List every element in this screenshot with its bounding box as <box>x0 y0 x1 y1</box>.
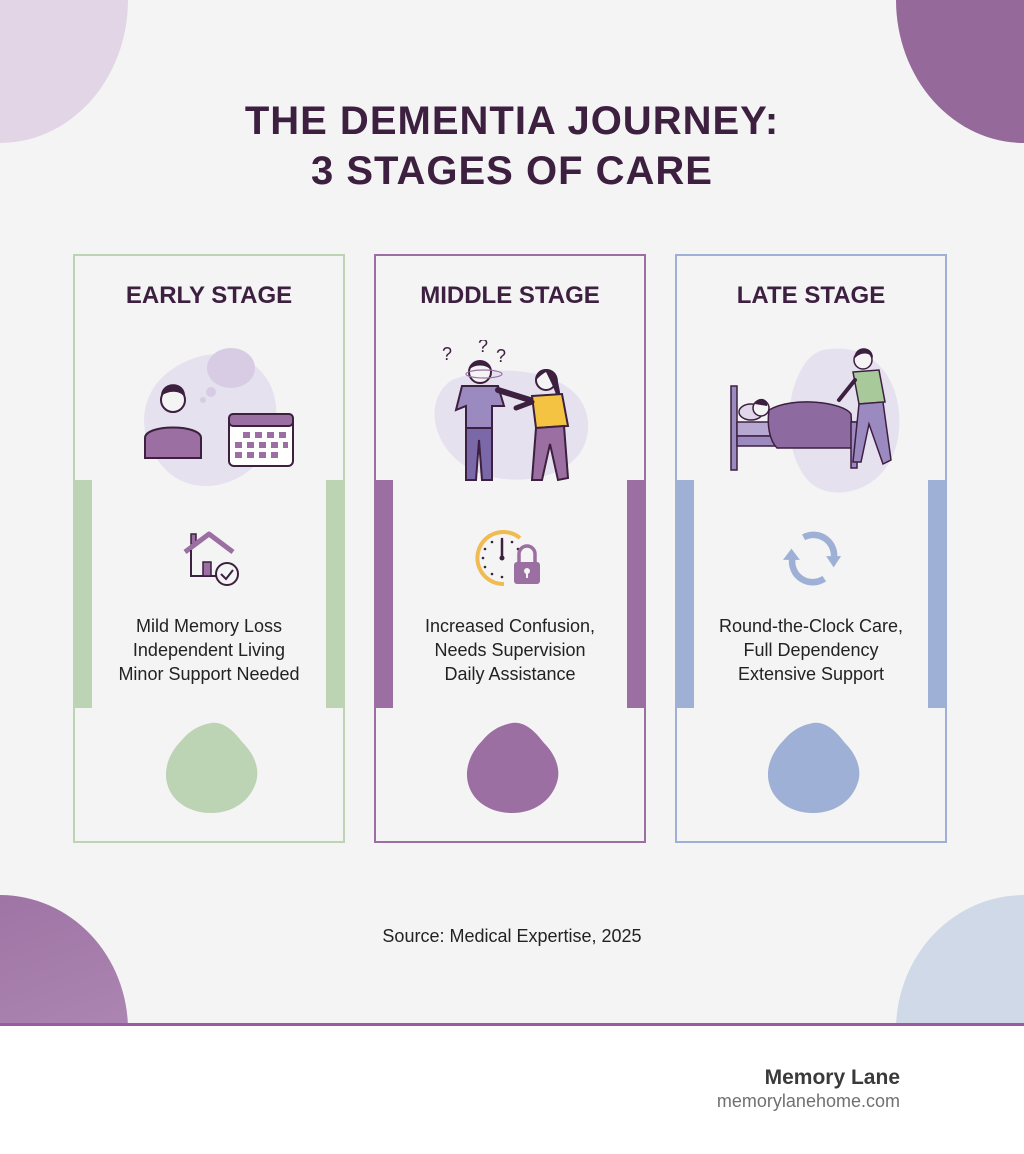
stage-description: Mild Memory Loss Independent Living Mino… <box>75 614 343 686</box>
svg-text:?: ? <box>496 346 506 366</box>
infographic-poster: THE DEMENTIA JOURNEY: 3 STAGES OF CARE E… <box>0 0 1024 1024</box>
stage-heading: EARLY STAGE <box>125 282 293 309</box>
svg-text:?: ? <box>442 344 452 364</box>
description-line: Needs Supervision <box>434 640 586 660</box>
stage-card-middle: MIDDLE STAGE ? ? ? <box>374 254 646 843</box>
stage-side-bar-left <box>677 480 694 708</box>
description-line: Increased Confusion, <box>424 616 596 636</box>
stage-side-bar-right <box>928 480 945 708</box>
svg-text:?: ? <box>478 340 488 356</box>
stage-color-blob <box>165 722 258 813</box>
title-line-1: THE DEMENTIA JOURNEY: <box>244 99 780 143</box>
brand-name: Memory Lane <box>764 1066 900 1089</box>
title-line-2: 3 STAGES OF CARE <box>311 149 713 193</box>
refresh-cycle-icon <box>783 531 842 586</box>
brand-url-link[interactable]: memorylanehome.com <box>716 1091 900 1111</box>
footer-divider <box>0 1023 1024 1026</box>
description-line: Extensive Support <box>737 664 885 684</box>
stage-side-bar-right <box>326 480 343 708</box>
person-thinking-calendar-icon <box>144 348 294 486</box>
description-line: Daily Assistance <box>444 664 576 684</box>
stage-description: Increased Confusion, Needs Supervision D… <box>376 614 644 686</box>
description-line: Independent Living <box>132 640 286 660</box>
stage-description: Round-the-Clock Care, Full Dependency Ex… <box>677 614 945 686</box>
description-line: Round-the-Clock Care, <box>718 616 904 636</box>
stage-side-bar-right <box>627 480 644 708</box>
stage-card-early: EARLY STAGE M <box>73 254 345 843</box>
decorative-circle-bottom-right <box>896 895 1024 1024</box>
page-title: THE DEMENTIA JOURNEY: 3 STAGES OF CARE <box>0 96 1024 196</box>
stage-color-blob <box>466 722 559 813</box>
stage-side-bar-left <box>75 480 92 708</box>
confused-person-caregiver-icon: ? ? ? <box>434 340 589 482</box>
source-citation: Source: Medical Expertise, 2025 <box>382 926 642 946</box>
clock-lock-icon <box>475 530 540 587</box>
decorative-circle-bottom-left <box>0 895 128 1024</box>
description-line: Mild Memory Loss <box>135 616 283 636</box>
stage-card-late: LATE STAGE Round-the-Clock Care, <box>675 254 947 843</box>
description-line: Minor Support Needed <box>118 664 300 684</box>
stage-heading: LATE STAGE <box>736 282 886 309</box>
footer-brand: Memory Lane memorylanehome.com <box>717 1066 900 1112</box>
stage-color-blob <box>767 722 860 813</box>
stage-heading: MIDDLE STAGE <box>420 282 600 309</box>
stage-side-bar-left <box>376 480 393 708</box>
description-line: Full Dependency <box>743 640 879 660</box>
caregiver-bedside-icon <box>730 348 900 493</box>
house-check-icon <box>183 531 239 586</box>
